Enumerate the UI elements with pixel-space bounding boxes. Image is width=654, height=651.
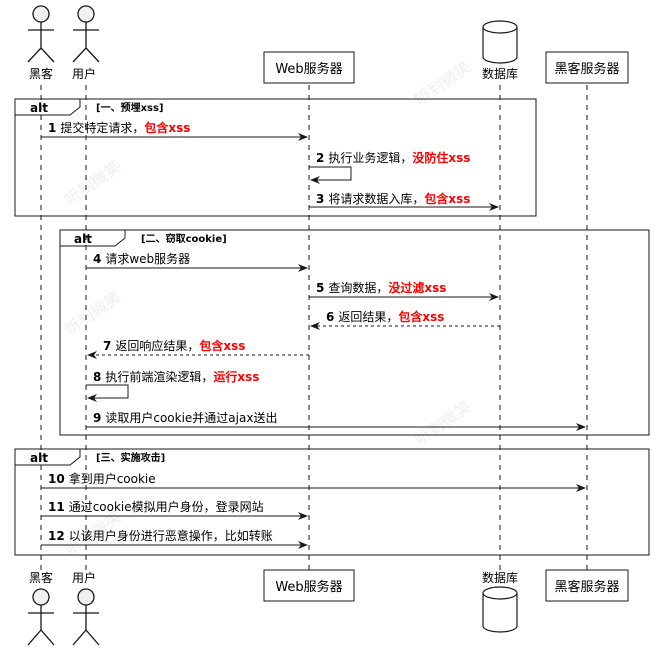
message-arrow-8 bbox=[86, 384, 129, 402]
alt-fragment-3: alt [三、实施攻击] bbox=[14, 448, 650, 556]
participant-label-db: 数据库 bbox=[482, 66, 518, 81]
fragment-guard: [三、实施攻击] bbox=[96, 451, 165, 464]
fragment-guard: [二、窃取cookie] bbox=[141, 232, 227, 245]
actor-hacker-icon bbox=[27, 588, 55, 646]
alt-fragment-1: alt [一、预埋xss] bbox=[14, 98, 537, 217]
fragment-operator: alt bbox=[30, 101, 48, 115]
actor-user-icon bbox=[72, 5, 100, 63]
participant-label-hacker-server: 黑客服务器 bbox=[554, 61, 619, 77]
actor-hacker-icon bbox=[27, 5, 55, 63]
participant-box-hacker-server bbox=[545, 51, 629, 84]
participant-label-user-bottom: 用户 bbox=[72, 570, 96, 585]
fragment-operator: alt bbox=[74, 232, 92, 246]
alt-fragment-2: alt [二、窃取cookie] bbox=[59, 229, 650, 436]
database-icon bbox=[482, 586, 518, 633]
database-icon bbox=[482, 20, 518, 64]
fragment-operator: alt bbox=[30, 451, 48, 465]
fragment-guard: [一、预埋xss] bbox=[96, 101, 164, 114]
message-arrow-2 bbox=[309, 166, 352, 184]
participant-label-hacker-bottom: 黑客 bbox=[29, 570, 53, 585]
participant-label-web: Web服务器 bbox=[275, 61, 342, 77]
participant-label-hacker: 黑客 bbox=[29, 66, 53, 81]
actor-user-icon bbox=[72, 588, 100, 646]
participant-box-web bbox=[263, 51, 355, 84]
participant-label-hacker-server-bottom: 黑客服务器 bbox=[554, 579, 619, 595]
participant-label-web-bottom: Web服务器 bbox=[275, 579, 342, 595]
participant-label-user: 用户 bbox=[72, 66, 96, 81]
participant-box-web-bottom bbox=[263, 569, 355, 602]
participant-label-db-bottom: 数据库 bbox=[482, 570, 518, 585]
participant-box-hacker-server-bottom bbox=[545, 569, 629, 602]
